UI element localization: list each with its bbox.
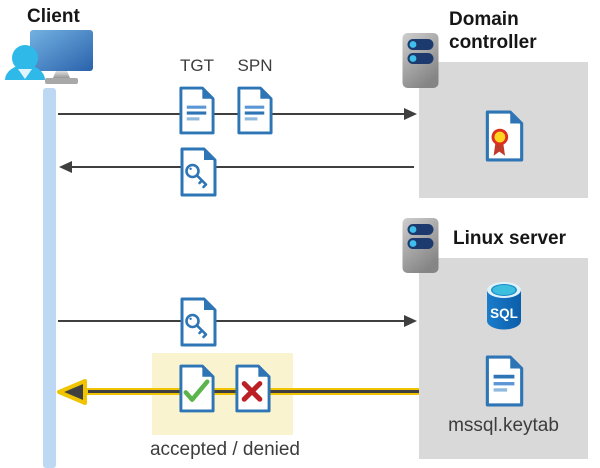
svg-text:SQL: SQL — [490, 306, 518, 321]
accepted-check-document-icon — [179, 364, 215, 413]
spn-label: SPN — [237, 56, 273, 75]
key-document-icon — [180, 147, 217, 197]
domain-controller-server-icon — [402, 33, 439, 88]
key-document-icon-2 — [180, 297, 217, 347]
spn-document-icon — [237, 86, 273, 135]
result-label: accepted / denied — [149, 439, 300, 460]
certificate-document-icon — [485, 110, 524, 162]
arrow-tgt-spn-request-line — [58, 113, 406, 115]
arrow-ticket-to-linux-head — [404, 315, 417, 327]
linux-server-label: Linux server — [453, 228, 566, 249]
client-label: Client — [27, 6, 80, 27]
arrow-ticket-response-head — [59, 161, 72, 173]
tgt-document-icon — [179, 86, 215, 135]
domain-controller-label: Domain controller — [449, 9, 537, 54]
tgt-label: TGT — [180, 56, 214, 75]
keytab-file-label: mssql.keytab — [448, 415, 559, 436]
arrow-result-head — [57, 379, 87, 405]
client-icon — [5, 30, 93, 84]
sql-database-icon: SQL — [487, 282, 521, 330]
denied-cross-document-icon — [235, 364, 271, 413]
arrow-tgt-spn-request-head — [404, 108, 417, 120]
arrow-ticket-response-line — [72, 166, 414, 168]
keytab-document-icon — [485, 355, 524, 407]
client-lifeline — [43, 88, 56, 468]
arrow-ticket-to-linux-line — [58, 320, 406, 322]
linux-server-icon — [402, 218, 439, 273]
